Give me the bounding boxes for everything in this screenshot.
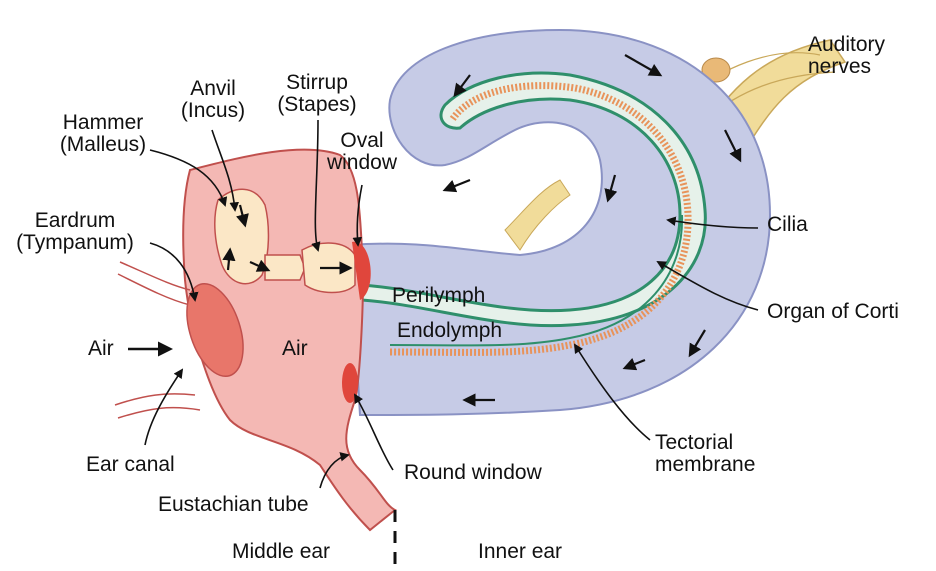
- label-eustachian-tube: Eustachian tube: [158, 493, 309, 516]
- label-perilymph: Perilymph: [392, 284, 486, 307]
- label-ear-canal: Ear canal: [86, 453, 175, 476]
- label-inner-ear: Inner ear: [478, 540, 563, 563]
- label-round-window: Round window: [404, 461, 542, 484]
- nerve-fibers: [504, 179, 571, 251]
- cochlea: [348, 28, 772, 417]
- label-air-middle: Air: [282, 337, 308, 360]
- label-organ-of-corti: Organ of Corti: [767, 300, 899, 323]
- middle-ear: [114, 148, 397, 532]
- label-eardrum: Eardrum (Tympanum): [16, 209, 134, 254]
- label-oval-window: Oval window: [326, 129, 398, 174]
- label-stirrup: Stirrup (Stapes): [277, 71, 357, 116]
- label-auditory-nerves: Auditory nerves: [808, 33, 886, 78]
- label-air-outer: Air: [88, 337, 114, 360]
- label-anvil: Anvil (Incus): [180, 77, 246, 122]
- label-cilia: Cilia: [767, 213, 808, 236]
- label-endolymph: Endolymph: [397, 319, 503, 342]
- label-tectorial-membrane: Tectorial membrane: [655, 431, 756, 476]
- label-middle-ear: Middle ear: [232, 540, 331, 563]
- leader-lines: [144, 119, 759, 489]
- label-hammer: Hammer (Malleus): [59, 111, 147, 156]
